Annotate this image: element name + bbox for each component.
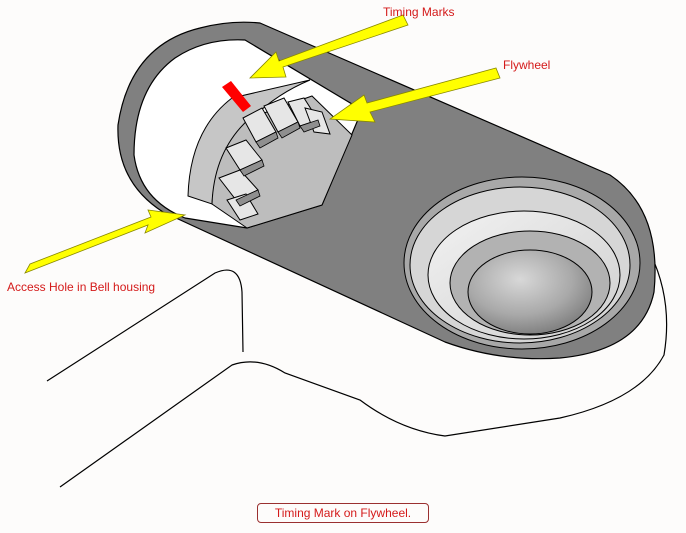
access-hole-label: Access Hole in Bell housing	[7, 280, 156, 294]
arrow-timing-marks	[249, 14, 409, 79]
arrow-access-hole	[24, 209, 187, 274]
cup-recess	[403, 176, 641, 350]
timing-marks-label: Timing Marks	[383, 5, 455, 19]
flywheel-label: Flywheel	[503, 58, 551, 72]
bell-housing-outline	[46, 234, 668, 488]
flywheel-tooth-shadows	[235, 119, 321, 207]
timing-mark	[222, 81, 251, 112]
pointer-arrows	[24, 14, 501, 274]
flywheel-teeth	[218, 97, 331, 221]
diagram-caption: Timing Mark on Flywheel.	[257, 503, 429, 523]
arrow-flywheel	[328, 67, 501, 123]
